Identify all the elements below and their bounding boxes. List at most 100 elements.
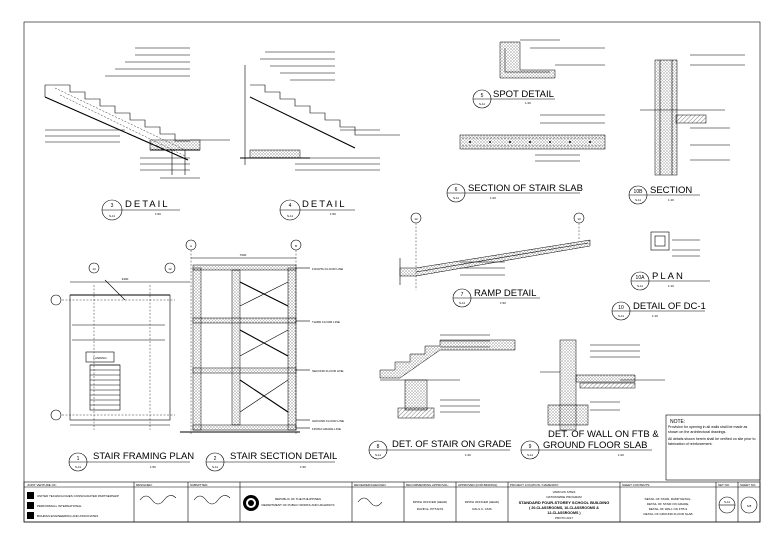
approved-label: APPROVED (FOR BIDDING): <box>458 483 498 487</box>
notes-paragraph-2: All details shown herein shall be verifi… <box>668 437 756 446</box>
detail-3-scale: 1:50 <box>155 212 161 216</box>
detail-2-drawing: A B 7000 FOURTH FLOOR LINE THIRD FLOOR L… <box>180 239 344 435</box>
detail-5-heading: SPOT DETAIL <box>493 89 554 100</box>
submitted-label: SUBMITTED: <box>190 483 208 487</box>
detail-4-number: 4 <box>289 203 292 209</box>
detail-2-heading: STAIR SECTION DETAIL <box>230 451 337 462</box>
detail-5-drawing <box>499 39 605 79</box>
title-block: JOINT VENTURE OF: UNITED TECHNOLOGIES CO… <box>23 481 761 523</box>
grid-b-label: B <box>295 244 297 248</box>
detail-2-scale: 1:50 <box>300 465 306 469</box>
detail-7-sheet: S-11 <box>459 301 465 305</box>
joint-venture-label: JOINT VENTURE OF: <box>27 483 57 487</box>
detail-7-heading: RAMP DETAIL <box>474 288 536 299</box>
detail-10b-title: 10B S-11 SECTION 1:10 <box>628 185 700 205</box>
detail-10b-sheet: S-11 <box>635 198 641 202</box>
detail-9-sheet: S-11 <box>527 453 533 457</box>
detail-3-sheet: S-11 <box>109 214 115 218</box>
svg-text:13: 13 <box>92 267 96 271</box>
detail-6-sheet: S-11 <box>453 196 459 200</box>
recommending-label: RECOMMENDING APPROVAL: <box>406 483 449 487</box>
detail-10a-sheet: S-11 <box>637 284 643 288</box>
detail-2-number: 2 <box>214 456 217 462</box>
detail-9-drawing <box>540 339 665 431</box>
plan-dim-3400: 3400 <box>122 277 129 281</box>
grid-a-label: A <box>190 244 192 248</box>
sheet-no-label: SHEET NO. <box>740 483 756 487</box>
plan-grid-12-label: 12 <box>168 267 172 271</box>
detail-1-scale: 1:50 <box>150 465 156 469</box>
detail-3-drawing <box>44 47 230 179</box>
agency-dpwh: DEPARTMENT OF PUBLIC WORKS AND HIGHWAYS <box>261 503 334 507</box>
detail-8-heading: DET. OF STAIR ON GRADE <box>392 439 512 450</box>
agency-republic: REPUBLIC OF THE PHILIPPINES <box>275 497 321 501</box>
detail-10-sheet: S-11 <box>618 314 624 318</box>
detail-10-title: 10 S-11 DETAIL OF DC-1 1:10 <box>611 301 706 321</box>
contents-line-2: DETAIL OF STAIR ON GRADE, <box>647 502 689 506</box>
detail-10-number: 10 <box>618 305 624 311</box>
project-line-1: VARIOUS SITES <box>553 490 576 494</box>
detail-4-scale: 1:50 <box>330 212 336 216</box>
designed-signature <box>139 495 177 505</box>
detail-2-title: 2 S-11 STAIR SECTION DETAIL 1:50 <box>205 451 337 472</box>
detail-1-heading: STAIR FRAMING PLAN <box>93 451 194 462</box>
detail-10-scale: 1:10 <box>652 314 658 318</box>
detail-5-sheet: S-11 <box>479 102 485 106</box>
detail-4-title: 4 S-11 DETAIL 1:50 <box>279 199 355 221</box>
approved-role: DPWH OFFICER (HEAD) <box>465 500 499 504</box>
section-dim-7000: 7000 <box>240 253 247 257</box>
project-label: PROJECT LOCATION / NAME/WAY: <box>510 483 559 487</box>
project-line-2: NATIONWIDE PROGRAM <box>546 495 582 499</box>
detail-9-scale: 1:20 <box>618 453 624 457</box>
sheet-count: S/8 <box>747 504 752 508</box>
notes-paragraph-1: Provision for opening in all walls shall… <box>668 425 748 434</box>
detail-10a-drawing <box>650 231 700 257</box>
detail-5-scale: 1:20 <box>525 101 531 105</box>
detail-9-heading-2: GROUND FLOOR SLAB <box>543 440 648 451</box>
detail-5-title: 5 S-11 SPOT DETAIL 1:20 <box>472 89 555 109</box>
submitted-signature <box>193 495 231 505</box>
detail-7-scale: 1:50 <box>500 301 506 305</box>
detail-6-heading: SECTION OF STAIR SLAB <box>468 183 583 194</box>
reviewed-signature <box>357 497 383 507</box>
detail-7-drawing: 12 13 <box>399 212 591 290</box>
recommending-role: DPWH OFFICER (HEAD) <box>413 500 447 504</box>
detail-9-title: 9 S-11 DET. OF WALL ON FTB & GROUND FLOO… <box>520 429 659 460</box>
detail-10b-drawing <box>640 54 745 176</box>
detail-7-number: 7 <box>461 292 464 298</box>
detail-1-drawing: 13 12 3400 LANDING <box>50 262 190 430</box>
jv3-name: BOHRAN ENGINEERING AND ASSOCIATES <box>37 514 98 518</box>
detail-6-title: 6 S-11 SECTION OF STAIR SLAB 1:20 <box>446 183 583 203</box>
third-floor-line-label: THIRD FLOOR LINE <box>312 320 340 324</box>
detail-4-heading: DETAIL <box>302 199 347 210</box>
detail-9-heading-1: DET. OF WALL ON FTB & <box>548 429 659 440</box>
contents-line-3: DETAIL OF WALL ON FTB & <box>649 507 688 511</box>
fourth-floor-line-label: FOURTH FLOOR LINE <box>312 267 343 271</box>
project-line-4: ( 20-CLASSROOMS, 16-CLASSROOMS & <box>529 506 599 510</box>
grid-13-label: 13 <box>577 217 581 221</box>
recommending-name: DAVID E. PITTAN'S <box>417 507 443 511</box>
detail-7-title: 7 S-11 RAMP DETAIL 1:50 <box>452 288 540 308</box>
designed-label: DESIGNED: <box>136 483 153 487</box>
detail-10a-heading: PLAN <box>652 271 685 282</box>
detail-4-sheet: S-11 <box>287 214 293 218</box>
detail-1-title: 1 S-11 STAIR FRAMING PLAN 1:50 <box>68 451 194 472</box>
contents-line-4: DETAIL OF GROUND FLOOR SLAB <box>643 512 692 516</box>
project-line-5: 12-CLASSROOMS ) <box>547 511 581 515</box>
jv3-logo <box>27 512 34 519</box>
detail-10b-scale: 1:10 <box>668 198 674 202</box>
jv2-logo <box>27 502 34 509</box>
grid-12-label: 12 <box>414 217 418 221</box>
approved-name: RAUL C. ASIS <box>472 507 491 511</box>
detail-8-title: 8 S-11 DET. OF STAIR ON GRADE 1:20 <box>368 439 512 460</box>
detail-10b-heading: SECTION <box>650 185 692 196</box>
second-floor-line-label: SECOND FLOOR LINE <box>312 369 344 373</box>
detail-3-number: 3 <box>111 203 114 209</box>
detail-1-sheet: S-11 <box>75 465 81 469</box>
detail-6-number: 6 <box>455 187 458 193</box>
jv1-logo <box>27 492 34 499</box>
detail-3-heading: DETAIL <box>125 199 170 210</box>
detail-6-scale: 1:20 <box>490 196 496 200</box>
